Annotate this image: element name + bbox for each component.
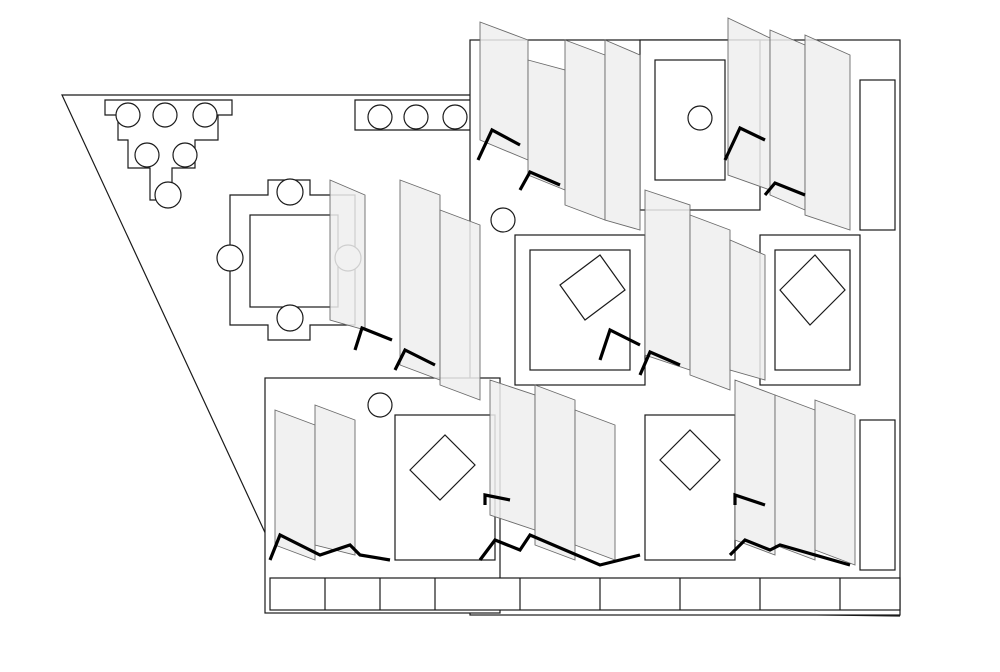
- drawing-line: [483, 493, 511, 505]
- drawing-line: [134, 142, 160, 168]
- drawing-line: [276, 178, 304, 206]
- drawing-line: [439, 209, 481, 401]
- drawing-line: [276, 304, 304, 332]
- drawing-line: [393, 347, 436, 371]
- drawing-line: [644, 189, 691, 371]
- drawing-line: [478, 533, 641, 567]
- drawing-line: [518, 169, 561, 191]
- drawing-line: [804, 34, 851, 231]
- drawing-line: [598, 327, 641, 361]
- drawing-line: [534, 384, 576, 561]
- drawing-line: [403, 104, 429, 130]
- column-cluster-top-left: [104, 99, 233, 209]
- column-cluster-top-middle: [354, 99, 476, 131]
- drawing-line: [172, 142, 198, 168]
- drawing-line: [154, 181, 182, 209]
- drawing-line: [269, 577, 901, 611]
- drawing-line: [249, 214, 339, 308]
- drawing-line: [268, 532, 391, 562]
- drawing-line: [728, 538, 851, 567]
- drawing-line: [353, 325, 393, 351]
- drawing-line: [442, 104, 468, 130]
- drawing-line: [763, 181, 806, 197]
- drawing-line: [729, 239, 766, 381]
- drawing-line: [115, 102, 141, 128]
- drawing-line: [192, 102, 218, 128]
- drawing-line: [779, 254, 846, 326]
- drawing-line: [409, 434, 476, 501]
- drawing-line: [490, 207, 516, 233]
- column-cluster-square: [216, 178, 362, 341]
- drawing-line: [689, 214, 731, 391]
- drawing-line: [687, 105, 713, 131]
- facade-fins: [274, 17, 856, 566]
- drawing-line: [367, 104, 393, 130]
- drawing-line: [604, 39, 641, 231]
- drawing-line: [733, 492, 766, 507]
- drawing-line: [774, 394, 816, 561]
- drawing-line: [564, 39, 606, 221]
- drawing-line: [574, 409, 616, 561]
- drawing-line: [727, 17, 771, 191]
- drawing-line: [559, 254, 626, 321]
- drawing-line: [814, 399, 856, 566]
- drawing-line: [859, 419, 896, 571]
- drawing-line: [367, 392, 393, 418]
- drawing-line: [216, 244, 244, 272]
- drawing-line: [859, 79, 896, 231]
- drawing-line: [476, 127, 521, 161]
- drawing-line: [638, 349, 681, 376]
- drawing-line: [659, 429, 721, 491]
- drawing-line: [527, 59, 566, 191]
- drawing-line: [329, 179, 366, 331]
- drawing-line: [489, 379, 536, 531]
- drawing-line: [723, 125, 766, 161]
- drawing-line: [314, 404, 356, 556]
- edge-highlights: [268, 125, 851, 567]
- drawing-line: [734, 379, 776, 556]
- drawing-line: [274, 409, 316, 561]
- drawing-line: [152, 102, 178, 128]
